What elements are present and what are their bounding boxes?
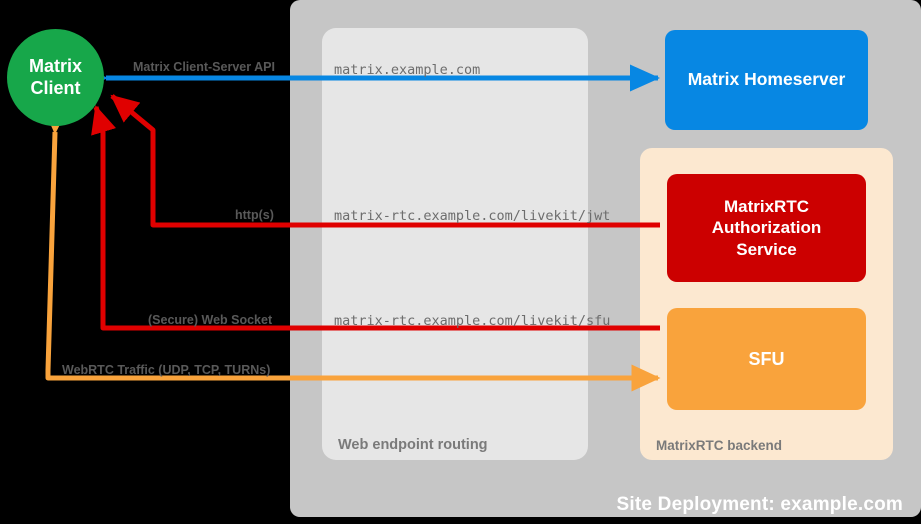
endpoint-url-livekit-sfu: matrix-rtc.example.com/livekit/sfu bbox=[334, 313, 611, 329]
flow-label-web-socket: (Secure) Web Socket bbox=[148, 313, 273, 327]
matrix-client-line2: Client bbox=[30, 77, 81, 98]
web-endpoint-routing-container bbox=[322, 28, 588, 460]
endpoint-url-matrix: matrix.example.com bbox=[334, 62, 481, 78]
matrixrtc-backend-label: MatrixRTC backend bbox=[656, 438, 783, 453]
matrix-client-line1: Matrix bbox=[28, 56, 82, 77]
matrix-homeserver-label: Matrix Homeserver bbox=[687, 69, 846, 90]
web-endpoint-routing-label: Web endpoint routing bbox=[338, 437, 488, 453]
site-deployment-label: Site Deployment: example.com bbox=[616, 494, 903, 515]
flow-label-webrtc-traffic: WebRTC Traffic (UDP, TCP, TURNs) bbox=[62, 363, 271, 377]
node-matrix-client[interactable]: Matrix Client bbox=[7, 29, 104, 126]
auth-service-line1: MatrixRTC bbox=[723, 197, 809, 217]
flow-label-client-server-api: Matrix Client-Server API bbox=[133, 60, 275, 74]
endpoint-url-livekit-jwt: matrix-rtc.example.com/livekit/jwt bbox=[334, 208, 611, 224]
node-matrix-homeserver[interactable]: Matrix Homeserver bbox=[665, 30, 868, 130]
flow-label-https: http(s) bbox=[235, 208, 274, 222]
sfu-label: SFU bbox=[748, 348, 785, 369]
node-sfu[interactable]: SFU bbox=[667, 308, 866, 410]
auth-service-line2: Authorization bbox=[711, 218, 822, 238]
node-matrixrtc-authorization-service[interactable]: MatrixRTC Authorization Service bbox=[667, 174, 866, 282]
auth-service-line3: Service bbox=[736, 239, 797, 259]
